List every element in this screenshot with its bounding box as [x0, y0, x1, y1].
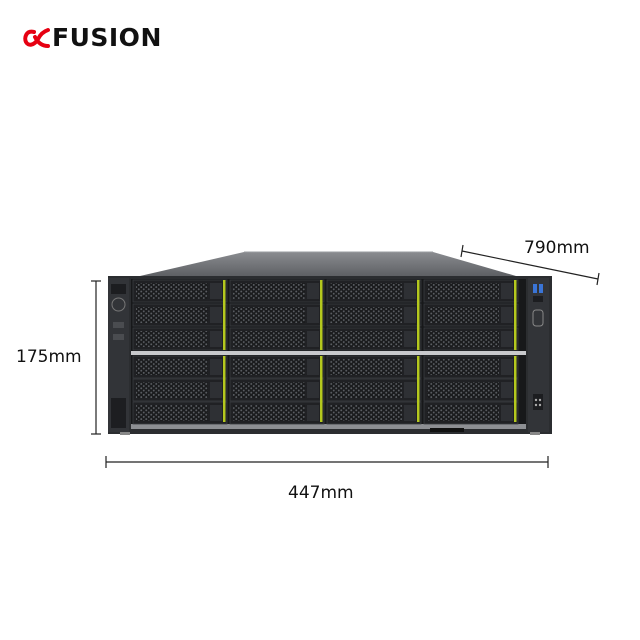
drive-latch-stripe [417, 280, 420, 350]
drive-bay [423, 378, 519, 402]
drive-latch-stripe [514, 356, 517, 422]
drive-bay [229, 355, 325, 379]
drive-bay [326, 355, 422, 379]
drive-bay [132, 401, 228, 425]
drive-latch-stripe [320, 280, 323, 350]
drive-latch-stripe [417, 356, 420, 422]
drive-bay [132, 327, 228, 351]
usb-port-right [539, 284, 543, 293]
drive-bay [132, 303, 228, 327]
rack-server-image [108, 251, 552, 435]
drive-latch-stripe [223, 356, 226, 422]
drive-latch-stripe [320, 356, 323, 422]
height-dimension-label: 175mm [16, 347, 82, 367]
alpha-infinity-logo-icon [23, 28, 50, 48]
depth-dimension-line [460, 244, 600, 286]
server-left-ear [108, 278, 129, 432]
drive-bay [326, 378, 422, 402]
drive-bay [229, 327, 325, 351]
drive-bay [423, 327, 519, 351]
drive-bay [423, 401, 519, 425]
brand-name: FUSION [52, 23, 162, 52]
drive-bay [229, 378, 325, 402]
usb-port-left [533, 284, 537, 293]
brand-logo: FUSION [22, 23, 162, 52]
width-dimension-label: 447mm [288, 483, 354, 503]
drive-bay [229, 303, 325, 327]
drive-bays [132, 279, 519, 425]
drive-bay [326, 327, 422, 351]
height-dimension-line [91, 280, 101, 435]
drive-latch-stripe [514, 280, 517, 350]
width-dimension-line [105, 456, 549, 468]
drive-bay [326, 401, 422, 425]
bay-divider-strip [131, 351, 526, 355]
drive-latch-stripe [223, 280, 226, 350]
server-top-cover [140, 252, 516, 276]
drive-bay [423, 279, 519, 303]
depth-dimension-label: 790mm [524, 238, 590, 258]
drive-bay [132, 279, 228, 303]
drive-bay [326, 279, 422, 303]
drive-bay [229, 279, 325, 303]
drive-bay [229, 401, 325, 425]
drive-bay [132, 378, 228, 402]
drive-bay [423, 355, 519, 379]
drive-bay [132, 355, 228, 379]
drive-bay [423, 303, 519, 327]
drive-bay [326, 303, 422, 327]
